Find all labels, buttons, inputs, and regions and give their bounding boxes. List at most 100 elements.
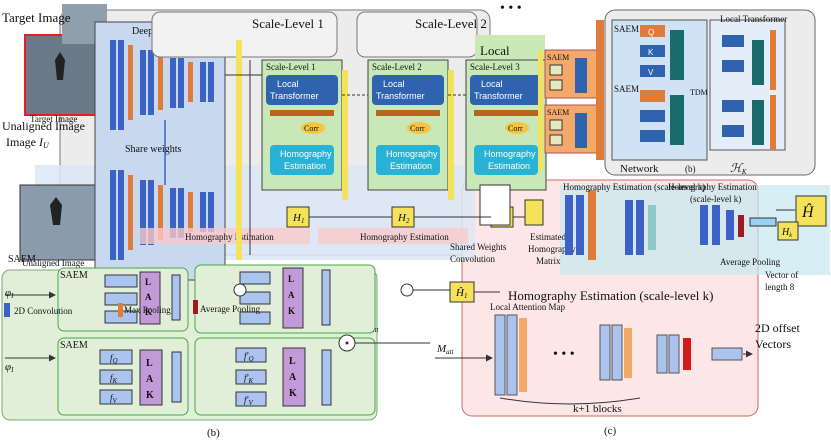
local-attention-label: Local Attention Map bbox=[490, 302, 565, 312]
yellow-bar-2 bbox=[448, 70, 454, 200]
svg-text:L: L bbox=[289, 356, 296, 367]
svg-text:TDM: TDM bbox=[690, 88, 708, 97]
svg-text:f'V: f'V bbox=[244, 395, 253, 407]
phi-it: φI bbox=[5, 287, 14, 300]
svg-text:K: K bbox=[146, 390, 154, 401]
scale-level-3-box: Scale-Level 3 Local Transformer Corr Hom… bbox=[465, 59, 547, 191]
svg-text:A: A bbox=[146, 374, 154, 385]
svg-text:Transformer: Transformer bbox=[270, 91, 319, 101]
caption-b-top: (b) bbox=[685, 164, 696, 174]
skier-figure-1 bbox=[55, 52, 65, 80]
svg-text:K: K bbox=[288, 306, 295, 316]
svg-text:K: K bbox=[648, 48, 654, 57]
siamese-bottom-layers bbox=[110, 170, 214, 260]
svg-text:fV: fV bbox=[110, 393, 118, 405]
svg-text:Corr: Corr bbox=[304, 124, 319, 133]
saem-b-right-1: L A K bbox=[194, 264, 376, 334]
svg-text:SAEM: SAEM bbox=[60, 270, 88, 281]
he-level-k-label: Homography Estimation (scale-level k) bbox=[563, 182, 705, 192]
orange-bar-1 bbox=[596, 20, 604, 160]
svg-text:SAEM: SAEM bbox=[547, 53, 569, 62]
top-ellipsis: • • • bbox=[500, 1, 522, 16]
he-level-k-label-3: (scale-level k) bbox=[690, 194, 741, 204]
h-final-box: Ĥ bbox=[795, 195, 827, 227]
svg-text:Q: Q bbox=[648, 28, 654, 37]
legend-avgpool-swatch bbox=[193, 300, 198, 314]
svg-text:SAEM: SAEM bbox=[614, 24, 639, 34]
scale-level-1-box: Scale-Level 1 Local Transformer Corr Hom… bbox=[261, 59, 343, 191]
svg-text:Homography: Homography bbox=[386, 149, 438, 159]
avg-pool-label: Average Pooling bbox=[720, 257, 781, 267]
svg-text:Scale-Level 1: Scale-Level 1 bbox=[266, 62, 316, 72]
scale-level-2-tab bbox=[356, 11, 478, 58]
mult-node-2 bbox=[233, 283, 247, 297]
svg-text:A: A bbox=[145, 292, 152, 302]
mult-node bbox=[400, 283, 414, 297]
svg-text:Ĥ: Ĥ bbox=[801, 202, 815, 221]
est-label-3: Matrix bbox=[536, 256, 561, 266]
shared-conv-label: Shared Weights bbox=[450, 242, 507, 252]
local-label: Local bbox=[480, 43, 510, 58]
he-strip-2-label: Homography Estimation bbox=[360, 232, 449, 242]
panel-c-layers bbox=[494, 314, 743, 396]
yellow-bar-4 bbox=[236, 40, 242, 260]
dot-product-center bbox=[345, 341, 349, 345]
svg-text:K: K bbox=[145, 307, 152, 317]
unaligned-label: Unaligned Image bbox=[2, 119, 85, 133]
target-label: Target Image bbox=[2, 10, 71, 25]
svg-text:Local Transformer: Local Transformer bbox=[720, 14, 787, 24]
legend-maxpool: Max Pooling bbox=[124, 305, 171, 315]
panel-c-ellipsis: • • • bbox=[553, 347, 575, 362]
svg-text:Transformer: Transformer bbox=[474, 91, 523, 101]
phi-iu: φI bbox=[5, 361, 14, 374]
scale-level-1-label: Scale-Level 1 bbox=[252, 16, 324, 31]
saem-b-2: SAEM fQ fK fV L A K bbox=[57, 337, 189, 416]
h-hat-box: Ĥ1 bbox=[449, 281, 475, 303]
shared-conv-box bbox=[479, 184, 511, 226]
svg-text:L: L bbox=[146, 358, 153, 369]
yellow-bar-1 bbox=[538, 50, 543, 170]
svg-text:SAEM: SAEM bbox=[60, 340, 88, 351]
svg-text:Homography: Homography bbox=[280, 149, 332, 159]
siamese-top-layers bbox=[110, 40, 214, 130]
k1-blocks-label: k+1 blocks bbox=[573, 403, 622, 415]
he-strip-1 bbox=[140, 228, 310, 244]
h1-box: H1 bbox=[286, 206, 310, 228]
local-transformer-k: Local Transformer bbox=[709, 14, 787, 151]
legend-conv-swatch bbox=[4, 303, 10, 317]
svg-text:L: L bbox=[288, 274, 294, 284]
saem-top-1: SAEM bbox=[544, 49, 601, 99]
unaligned-label-math: Image IU bbox=[6, 135, 50, 150]
he-strip-2 bbox=[318, 228, 468, 244]
svg-text:Local: Local bbox=[277, 79, 299, 89]
svg-text:Estimation: Estimation bbox=[390, 161, 432, 171]
saem-top-2: SAEM bbox=[544, 104, 601, 154]
scale-level-2-box: Scale-Level 2 Local Transformer Corr Hom… bbox=[367, 59, 449, 191]
svg-text:Corr: Corr bbox=[410, 124, 425, 133]
tdm-block: SAEM SAEM Q K V TDM bbox=[611, 19, 708, 161]
unaligned-small-label: Unaligned Image bbox=[22, 258, 84, 268]
he-level-k-label-2: Homography Estimation bbox=[668, 182, 757, 192]
he-level-k-layers bbox=[565, 190, 777, 260]
svg-text:SAEM: SAEM bbox=[614, 84, 639, 94]
yellow-bar-3 bbox=[342, 70, 348, 200]
legend-conv: 2D Convolution bbox=[14, 306, 73, 316]
svg-text:Homography: Homography bbox=[484, 149, 536, 159]
he-strip-1-label: Homography Estimation bbox=[185, 232, 274, 242]
svg-text:Estimation: Estimation bbox=[488, 161, 530, 171]
svg-text:Scale-Level 3: Scale-Level 3 bbox=[470, 62, 520, 72]
svg-text:Hk: Hk bbox=[781, 227, 792, 239]
vector-label-2: length 8 bbox=[765, 282, 795, 292]
svg-text:fQ: fQ bbox=[110, 353, 118, 365]
saem-legend-label: SAEM bbox=[8, 254, 36, 265]
svg-text:A: A bbox=[289, 372, 297, 383]
scale-level-2-label: Scale-Level 2 bbox=[415, 16, 487, 31]
svg-text:Estimation: Estimation bbox=[284, 161, 326, 171]
h2-box: H2 bbox=[391, 206, 415, 228]
brace bbox=[499, 397, 641, 405]
legend-maxpool-swatch bbox=[118, 303, 123, 317]
svg-text:L: L bbox=[145, 277, 151, 287]
vectors-label: Vectors bbox=[755, 337, 791, 351]
shared-conv-label-2: Convolution bbox=[450, 254, 496, 264]
